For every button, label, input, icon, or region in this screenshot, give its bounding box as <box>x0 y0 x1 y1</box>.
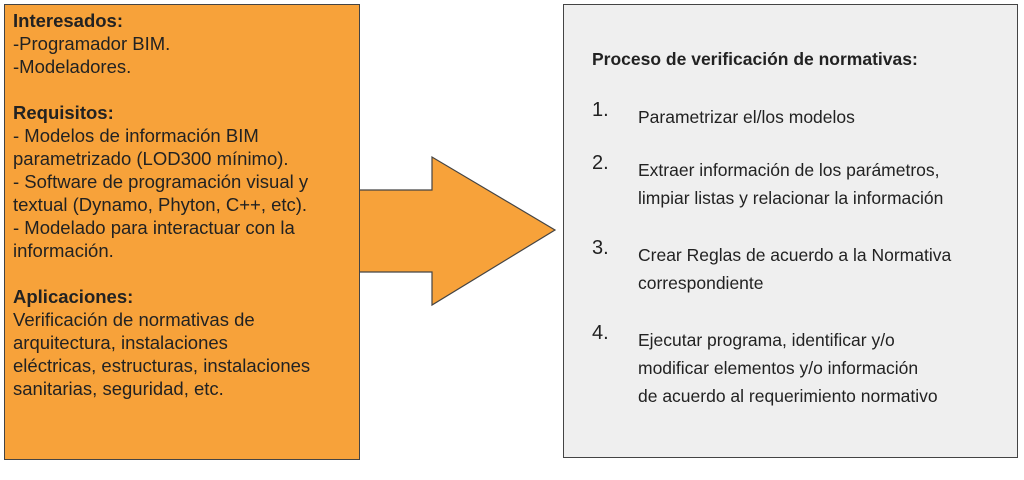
section-line: - Modelos de información BIM <box>13 125 259 146</box>
section-line: - Modelado para interactuar con la <box>13 217 295 238</box>
section-heading: Interesados: <box>13 10 124 31</box>
step-line: limpiar listas y relacionar la informaci… <box>638 188 944 208</box>
section-line: eléctricas, estructuras, instalaciones <box>13 355 311 376</box>
step-line: Parametrizar el/los modelos <box>638 107 855 127</box>
section-requisitos: Requisitos: - Modelos de información BIM… <box>13 101 351 262</box>
process-title: Proceso de verificación de normativas: <box>592 49 918 69</box>
section-line: textual (Dynamo, Phyton, C++, etc). <box>13 194 308 215</box>
stakeholders-requirements-panel: Interesados: -Programador BIM. -Modelado… <box>4 4 360 460</box>
section-line: -Modeladores. <box>13 56 132 77</box>
section-line: - Software de programación visual y <box>13 171 309 192</box>
step-number: 4. <box>592 322 609 344</box>
step-number: 3. <box>592 237 609 259</box>
section-line: parametrizado (LOD300 mínimo). <box>13 148 289 169</box>
section-line: -Programador BIM. <box>13 33 171 54</box>
section-line: arquitectura, instalaciones <box>13 332 228 353</box>
step-line: Ejecutar programa, identificar y/o <box>638 330 895 350</box>
section-line: sanitarias, seguridad, etc. <box>13 378 224 399</box>
step-line: correspondiente <box>638 273 764 293</box>
step-number: 2. <box>592 152 609 174</box>
step-line: Extraer información de los parámetros, <box>638 160 940 180</box>
section-heading: Requisitos: <box>13 102 114 123</box>
section-aplicaciones: Aplicaciones: Verificación de normativas… <box>13 285 351 400</box>
step-text: Parametrizar el/los modelos <box>638 103 855 131</box>
step-line: modificar elementos y/o información <box>638 358 919 378</box>
section-line: información. <box>13 240 114 261</box>
section-line: Verificación de normativas de <box>13 309 255 330</box>
step-line: de acuerdo al requerimiento normativo <box>638 386 938 406</box>
section-heading: Aplicaciones: <box>13 286 134 307</box>
step-line: Crear Reglas de acuerdo a la Normativa <box>638 245 952 265</box>
section-interesados: Interesados: -Programador BIM. -Modelado… <box>13 9 351 78</box>
step-text: Crear Reglas de acuerdo a la Normativa c… <box>638 241 951 297</box>
step-text: Ejecutar programa, identificar y/o modif… <box>638 326 938 410</box>
arrow-shape <box>354 155 557 307</box>
step-text: Extraer información de los parámetros, l… <box>638 156 943 212</box>
step-number: 1. <box>592 99 609 121</box>
verification-process-panel: Proceso de verificación de normativas: 1… <box>563 4 1018 458</box>
